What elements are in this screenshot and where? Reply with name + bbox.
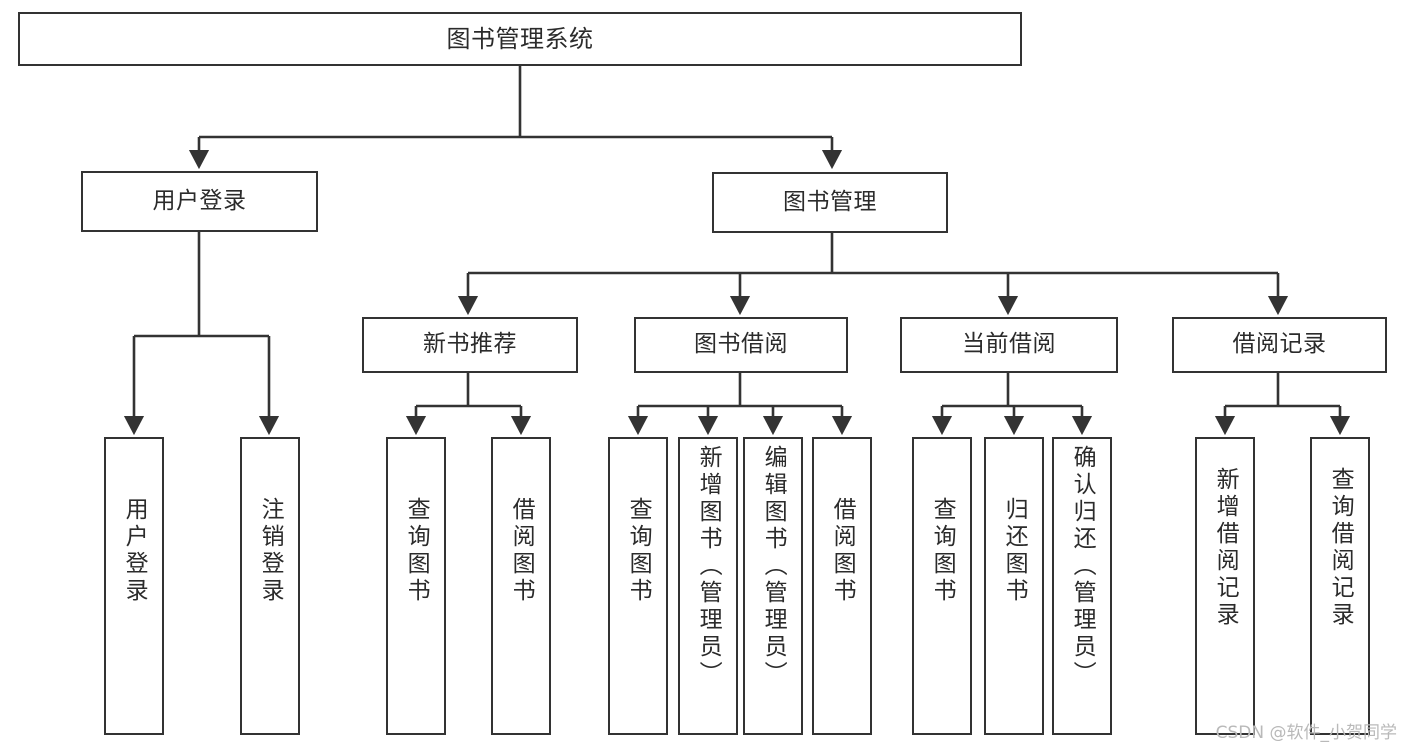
node-user-login[interactable]: 用户登录 — [81, 171, 318, 232]
node-book-borrow[interactable]: 图书借阅 — [634, 317, 848, 373]
node-label: 归还图书 — [1001, 497, 1028, 605]
node-leaf-return-book[interactable]: 归还图书 — [984, 437, 1044, 735]
node-label: 借阅图书 — [508, 497, 535, 605]
node-label: 当前借阅 — [962, 331, 1056, 358]
node-label: 注销登录 — [257, 497, 284, 605]
node-leaf-add-borrow-record[interactable]: 新增借阅记录 — [1195, 437, 1255, 735]
node-leaf-query-book-recommend[interactable]: 查询图书 — [386, 437, 446, 735]
node-label: 查询借阅记录 — [1327, 467, 1354, 629]
node-label: 新书推荐 — [423, 331, 517, 358]
node-current-borrow[interactable]: 当前借阅 — [900, 317, 1118, 373]
node-label: 图书管理 — [783, 188, 877, 215]
node-label: 查询图书 — [929, 497, 956, 605]
node-leaf-query-book-borrow[interactable]: 查询图书 — [608, 437, 668, 735]
node-label: 借阅记录 — [1232, 331, 1327, 358]
node-leaf-add-book[interactable]: 新增图书（管理员） — [678, 437, 738, 735]
node-label: 确认归还（管理员） — [1069, 445, 1096, 688]
node-leaf-borrow-book[interactable]: 借阅图书 — [812, 437, 872, 735]
node-label: 用户登录 — [152, 187, 247, 214]
node-label: 新增借阅记录 — [1212, 467, 1239, 629]
node-leaf-confirm-return[interactable]: 确认归还（管理员） — [1052, 437, 1112, 735]
node-label: 编辑图书（管理员） — [760, 445, 787, 688]
node-label: 图书管理系统 — [446, 24, 594, 53]
node-label: 图书借阅 — [694, 331, 788, 358]
node-leaf-user-login[interactable]: 用户登录 — [104, 437, 164, 735]
node-label: 查询图书 — [403, 497, 430, 605]
node-borrow-record[interactable]: 借阅记录 — [1172, 317, 1387, 373]
node-leaf-borrow-book-recommend[interactable]: 借阅图书 — [491, 437, 551, 735]
node-label: 查询图书 — [625, 497, 652, 605]
node-leaf-user-logout[interactable]: 注销登录 — [240, 437, 300, 735]
node-new-book-recommend[interactable]: 新书推荐 — [362, 317, 578, 373]
node-leaf-edit-book[interactable]: 编辑图书（管理员） — [743, 437, 803, 735]
csdn-watermark: CSDN @软件_小贺同学 — [1215, 723, 1397, 743]
node-book-management[interactable]: 图书管理 — [712, 172, 948, 233]
node-label: 借阅图书 — [829, 497, 856, 605]
node-label: 新增图书（管理员） — [695, 445, 722, 688]
node-root-book-management-system[interactable]: 图书管理系统 — [18, 12, 1022, 66]
node-label: 用户登录 — [121, 497, 148, 605]
node-leaf-query-borrow-record[interactable]: 查询借阅记录 — [1310, 437, 1370, 735]
node-leaf-query-book-current[interactable]: 查询图书 — [912, 437, 972, 735]
